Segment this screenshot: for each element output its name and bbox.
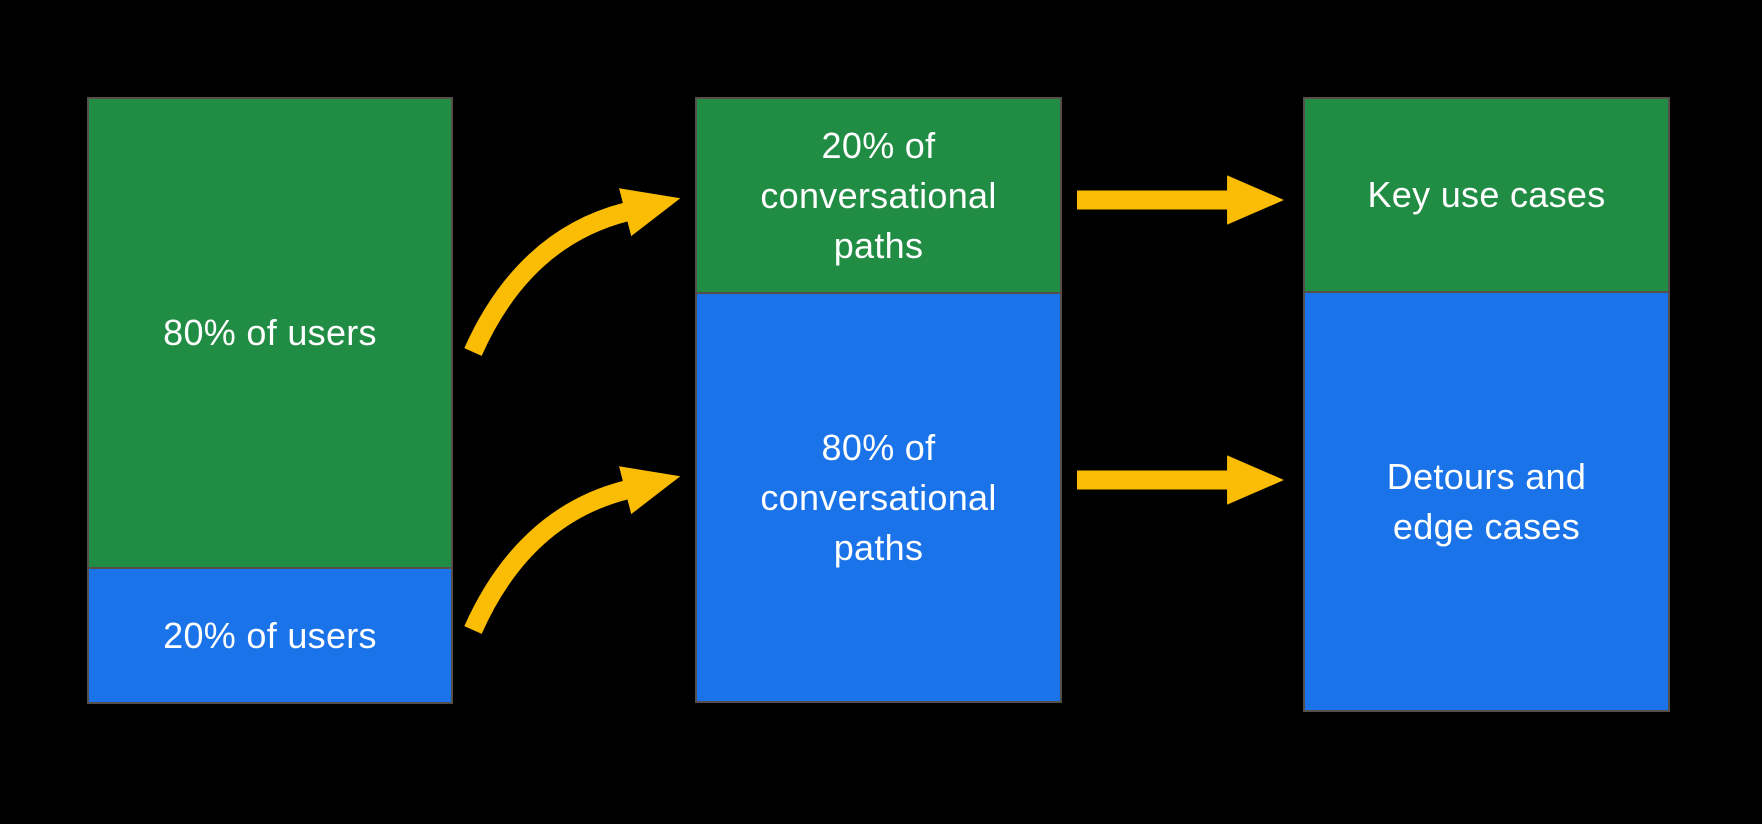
- arrow-users20-to-paths80: [464, 466, 681, 634]
- users-80-label: 80% of users: [163, 312, 377, 353]
- users-20-segment: 20% of users: [89, 567, 451, 702]
- detours-edge-cases-label: Detours and edge cases: [1386, 455, 1587, 547]
- paths-80-segment: 80% of conversational paths: [697, 292, 1060, 701]
- paths-20-segment: 20% of conversational paths: [697, 99, 1060, 292]
- paths-80-label: 80% of conversational paths: [760, 426, 997, 568]
- conversational-paths-bar: 20% of conversational paths 80% of conve…: [695, 97, 1062, 703]
- detours-edge-cases-segment: Detours and edge cases: [1305, 291, 1668, 710]
- users-80-segment: 80% of users: [89, 99, 451, 567]
- users-20-label: 20% of users: [163, 614, 377, 656]
- arrow-users80-to-paths20: [464, 188, 681, 356]
- key-use-cases-label: Key use cases: [1367, 174, 1606, 215]
- key-use-cases-segment: Key use cases: [1305, 99, 1668, 291]
- users-bar: 80% of users 20% of users: [87, 97, 453, 704]
- outcomes-bar: Key use cases Detours and edge cases: [1303, 97, 1670, 712]
- paths-20-label: 20% of conversational paths: [760, 124, 997, 266]
